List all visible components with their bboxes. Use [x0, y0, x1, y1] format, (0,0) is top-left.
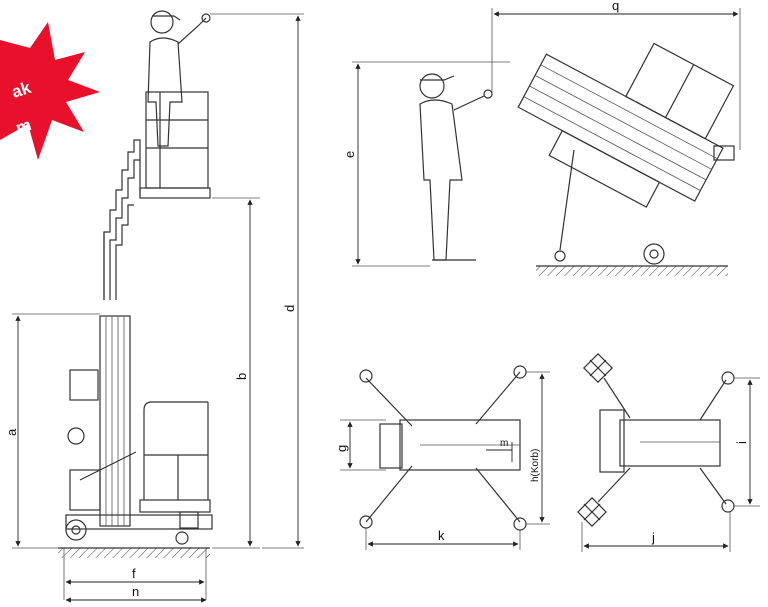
dimension-f: f	[63, 548, 207, 600]
dimension-a: a	[4, 313, 100, 549]
dimension-e: e	[342, 61, 510, 267]
label-i: i	[734, 441, 749, 444]
ground-hatch-right	[536, 266, 728, 276]
label-e: e	[342, 151, 357, 158]
dimension-i: i	[734, 377, 760, 507]
label-d: d	[282, 305, 297, 312]
base-chassis	[65, 369, 213, 545]
label-m: m	[500, 438, 508, 449]
label-k: k	[438, 528, 445, 543]
label-a: a	[4, 428, 19, 436]
transport-view: e q	[342, 0, 741, 276]
label-g: g	[334, 445, 349, 452]
collapsed-mast	[99, 315, 131, 527]
extended-mast	[103, 139, 141, 300]
label-f: f	[132, 566, 136, 581]
dimension-b: b	[212, 197, 260, 549]
starburst-shape	[0, 22, 100, 160]
label-j: j	[651, 530, 655, 545]
upper-platform	[139, 91, 211, 199]
ground-hatch-left	[58, 548, 210, 558]
tilted-lift	[517, 42, 735, 208]
dimension-d: d	[210, 13, 304, 549]
top-view-variant: i j	[577, 353, 760, 552]
dimension-g: g	[334, 419, 386, 471]
lower-platform	[139, 401, 211, 513]
worker-figure-transport	[419, 73, 493, 261]
worker-figure-top	[147, 10, 211, 147]
label-n: n	[132, 584, 139, 599]
dimension-q: q	[491, 0, 741, 150]
promo-badge: ak m	[0, 22, 100, 160]
dimension-m: m	[486, 438, 513, 462]
label-q: q	[612, 0, 619, 13]
side-view-lift: a b d f n	[4, 10, 304, 603]
label-b: b	[234, 373, 249, 380]
dimension-h: h(Korb)	[526, 371, 550, 525]
dimension-k: k	[365, 528, 521, 550]
dimension-n: n	[65, 584, 207, 603]
dimension-j: j	[581, 512, 731, 552]
label-h: h(Korb)	[530, 449, 541, 482]
badge-text-2: m	[13, 115, 33, 138]
top-view-outriggers: g m h(Korb) k	[334, 365, 550, 550]
